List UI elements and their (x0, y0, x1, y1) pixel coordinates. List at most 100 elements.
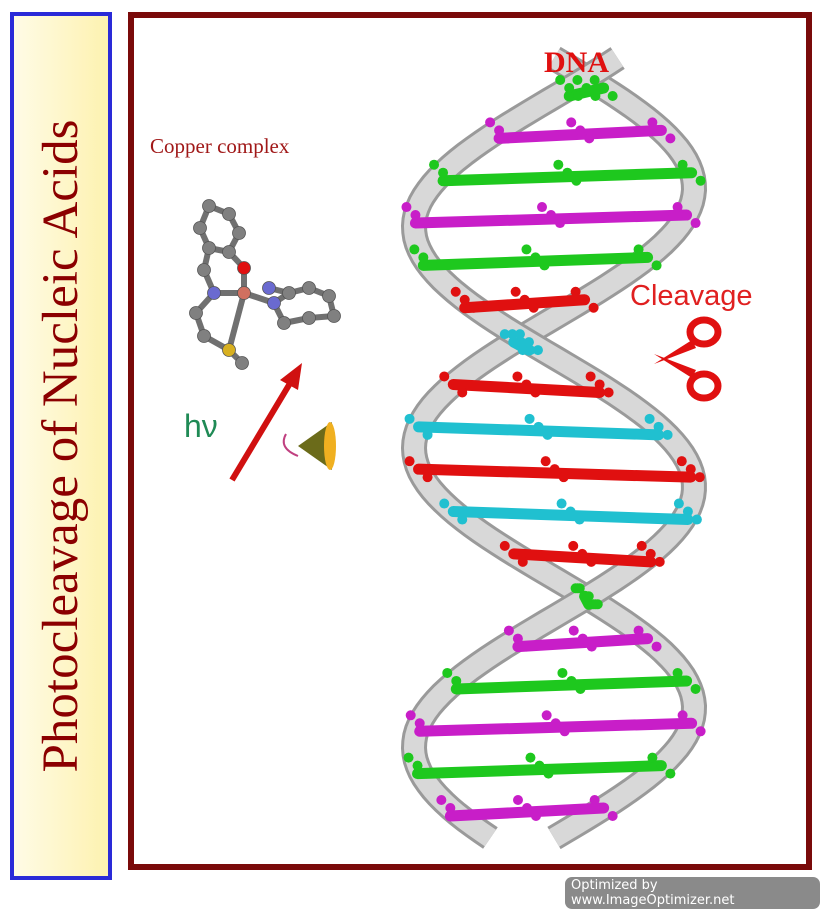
atom (695, 175, 706, 186)
atom (436, 795, 447, 805)
atom (451, 675, 462, 686)
atom (568, 540, 579, 551)
atom (575, 683, 586, 694)
atom (672, 667, 683, 678)
atom (421, 768, 432, 779)
atom (207, 286, 221, 300)
atom (686, 718, 697, 729)
atom (508, 548, 519, 559)
base-pair (450, 286, 599, 314)
atom (557, 667, 568, 678)
atom (558, 472, 569, 483)
atom (685, 464, 696, 475)
atom (237, 286, 251, 300)
diagram-frame: DNA Copper complex Cleavage hν (128, 12, 812, 870)
atom (189, 306, 203, 320)
atom (525, 345, 536, 356)
atom (644, 413, 655, 424)
atom (499, 329, 510, 340)
atom (521, 379, 532, 390)
atom (682, 506, 693, 517)
atom (404, 456, 415, 467)
dna-helix (400, 46, 708, 850)
atom (598, 83, 609, 93)
atom (539, 260, 550, 271)
atom (404, 413, 415, 424)
atom (555, 75, 566, 85)
base-pair (404, 413, 673, 441)
atom (574, 514, 585, 525)
bond (226, 292, 247, 351)
title-panel: Photocleavage of Nucleic Acids (10, 12, 112, 880)
atom (575, 125, 586, 136)
atom (503, 133, 514, 144)
lamp-icon (282, 422, 336, 470)
atom (584, 133, 595, 144)
atom (695, 726, 706, 737)
base-pair (499, 329, 543, 356)
atom (282, 286, 296, 300)
atom (510, 286, 521, 297)
atom (517, 556, 528, 567)
scissors-icon (654, 316, 722, 402)
atom (519, 294, 530, 305)
atom (585, 371, 596, 382)
atom (450, 286, 461, 297)
atom (459, 294, 470, 305)
atom (589, 75, 600, 85)
atom (222, 207, 236, 221)
base-pair (409, 244, 662, 271)
base-pair (570, 583, 603, 610)
diagram-canvas (189, 46, 722, 850)
atom (267, 296, 281, 310)
atom (202, 241, 216, 255)
atom (570, 286, 581, 297)
atom (302, 311, 316, 325)
atom (540, 456, 551, 467)
atom (543, 768, 554, 779)
atom (454, 811, 465, 821)
atom (422, 472, 433, 483)
atom (555, 218, 566, 229)
atom (327, 309, 341, 323)
atom (235, 356, 249, 370)
atom (651, 260, 662, 271)
base-pair (404, 456, 705, 483)
atom (503, 625, 514, 636)
base-pair (439, 371, 614, 398)
atom (422, 429, 433, 440)
atom (521, 244, 532, 255)
atom (237, 261, 251, 275)
atom (571, 175, 582, 186)
atom (533, 421, 544, 432)
atom (532, 345, 543, 356)
helix-ribbon-1 (403, 49, 705, 847)
atom (512, 371, 523, 382)
atom (647, 117, 658, 128)
atom (534, 760, 545, 771)
atom (564, 83, 575, 93)
atom (590, 91, 601, 101)
base-pair (403, 752, 676, 780)
atom (457, 514, 468, 525)
base-pair (503, 625, 662, 653)
atom (514, 329, 525, 340)
base-pair (442, 667, 701, 695)
atom (222, 245, 236, 259)
atom (566, 117, 577, 128)
atom (654, 556, 665, 567)
atom (530, 811, 541, 821)
atom (277, 316, 291, 330)
atom (222, 343, 236, 357)
atom (694, 472, 705, 483)
atom (568, 625, 579, 636)
atom (677, 710, 688, 721)
atom (572, 75, 583, 85)
atom (525, 752, 536, 763)
atom (598, 803, 609, 813)
atom (414, 718, 425, 729)
atom (521, 641, 532, 652)
atom (676, 456, 687, 467)
atom (193, 221, 207, 235)
light-arrow (229, 363, 302, 482)
